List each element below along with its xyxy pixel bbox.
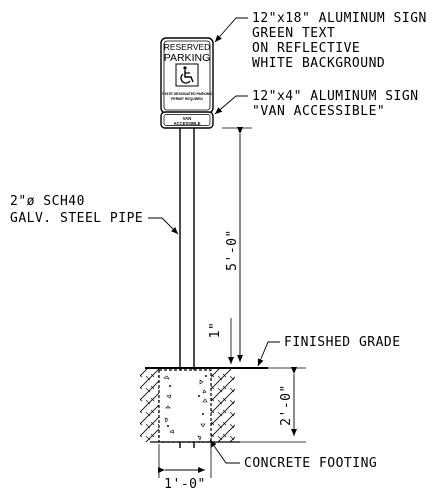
- pole-height-label: 5'-0": [225, 229, 240, 271]
- pipe-callout-line2: GALV. STEEL PIPE: [10, 211, 143, 226]
- van-sign-callout: 12"x4" ALUMINUM SIGN "VAN ACCESSIBLE": [252, 89, 419, 119]
- main-sign-inner-border: [163, 40, 211, 111]
- sign-gap-label: 1": [208, 322, 223, 339]
- sign-header-line2: PARKING: [164, 52, 210, 64]
- footing-width-label: 1'-0": [164, 477, 206, 492]
- grade-callout: FINISHED GRADE: [284, 335, 401, 350]
- main-sign: RESERVED PARKING STATE DESIGNATED PARKIN…: [160, 37, 214, 114]
- pipe-callout-line1: 2"ø SCH40: [10, 194, 85, 209]
- footing-callout: CONCRETE FOOTING: [244, 456, 377, 471]
- footing-depth-label: 2'-0": [279, 384, 294, 426]
- sign-gap-dimension: 1": [208, 318, 234, 364]
- pipe-leader: [148, 217, 179, 235]
- van-accessible-plaque: VAN ACCESSIBLE: [160, 111, 214, 129]
- footing-leader: [209, 439, 240, 464]
- wheelchair-icon: [175, 63, 199, 87]
- grade-leader: [257, 341, 280, 367]
- plaque-line1: VAN: [183, 116, 192, 121]
- main-sign-callout-line2: GREEN TEXT: [252, 26, 335, 41]
- earth-hatch-left: [140, 368, 159, 442]
- pole-height-dimension: 5'-0": [222, 127, 252, 362]
- concrete-footing: [158, 369, 212, 443]
- van-sign-leader: [214, 95, 248, 115]
- sign-fine-print-line2: PERMIT REQUIRED: [171, 97, 203, 101]
- main-sign-callout-line4: WHITE BACKGROUND: [252, 56, 385, 71]
- van-sign-callout-line2: "VAN ACCESSIBLE": [252, 104, 385, 119]
- plaque-line2: ACCESSIBLE: [174, 121, 201, 126]
- pipe-callout: 2"ø SCH40 GALV. STEEL PIPE: [10, 194, 143, 226]
- plaque-inner-border: [163, 114, 211, 126]
- sign-fine-print-line1: STATE DESIGNATED PARKING: [162, 92, 212, 96]
- plaque-outer-border: [160, 111, 214, 129]
- main-sign-leader: [214, 17, 248, 43]
- footing-width-dimension: 1'-0": [158, 444, 212, 492]
- main-sign-callout: 12"x18" ALUMINUM SIGN GREEN TEXT ON REFL…: [252, 11, 427, 71]
- sign-header-line1: RESERVED: [164, 42, 211, 52]
- footing-depth-dimension: 2'-0": [240, 367, 306, 443]
- main-sign-callout-line1: 12"x18" ALUMINUM SIGN: [252, 11, 427, 26]
- van-sign-callout-line1: 12"x4" ALUMINUM SIGN: [252, 89, 419, 104]
- earth-hatch-right: [211, 368, 235, 442]
- main-sign-callout-line3: ON REFLECTIVE: [252, 41, 360, 56]
